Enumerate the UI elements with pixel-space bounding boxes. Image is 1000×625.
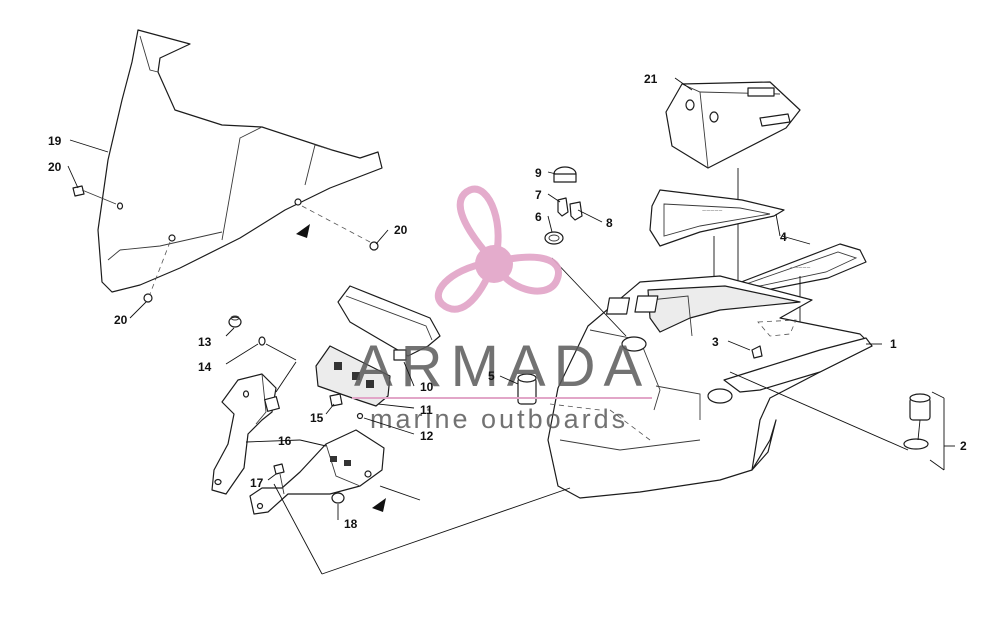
callout-8: 8 xyxy=(606,216,613,230)
watermark-title: ARMADA xyxy=(354,334,650,399)
vent-upper-part: ~~~~~ xyxy=(649,189,785,247)
screw-20a xyxy=(72,185,117,205)
callout-2: 2 xyxy=(960,439,967,453)
callout-4: 4 xyxy=(780,230,787,244)
callout-16: 16 xyxy=(278,434,292,448)
clip-3 xyxy=(751,345,763,359)
callout-5: 5 xyxy=(488,369,495,383)
svg-text:~~~~~: ~~~~~ xyxy=(702,208,722,215)
callout-3: 3 xyxy=(712,335,719,349)
screw-17 xyxy=(273,463,285,495)
svg-text:~~~~~: ~~~~~ xyxy=(790,265,810,272)
callout-12: 12 xyxy=(420,429,434,443)
callout-21: 21 xyxy=(644,72,658,86)
callout-20c: 20 xyxy=(114,313,128,327)
bracket-lower-part xyxy=(249,429,385,515)
armada-logo xyxy=(434,185,562,313)
callout-labels: 1 2 3 4 5 6 7 8 9 10 11 12 13 14 15 16 1… xyxy=(48,72,967,531)
callout-11: 11 xyxy=(420,403,433,417)
arrow-marker-bracket xyxy=(372,498,386,512)
callout-9: 9 xyxy=(535,166,542,180)
screw-20c xyxy=(143,293,153,303)
gauge-bracket-part xyxy=(315,345,391,420)
callout-20a: 20 xyxy=(48,160,62,174)
key-cap-part xyxy=(553,166,577,183)
key-7 xyxy=(557,197,569,217)
hood-part xyxy=(547,275,873,499)
callout-leaders xyxy=(67,77,955,520)
callout-19: 19 xyxy=(48,134,62,148)
callout-7: 7 xyxy=(535,188,542,202)
callout-18: 18 xyxy=(344,517,358,531)
callout-14: 14 xyxy=(198,360,212,374)
callout-20b: 20 xyxy=(394,223,408,237)
gauge-part xyxy=(337,285,441,361)
watermark-subtitle: marine outboards xyxy=(370,404,628,434)
callout-17: 17 xyxy=(250,476,264,490)
nut-18 xyxy=(331,492,345,504)
callout-6: 6 xyxy=(535,210,542,224)
arrow-marker-left xyxy=(296,224,310,238)
grommet-13 xyxy=(228,315,242,328)
storage-box-part xyxy=(665,81,801,169)
washer-14 xyxy=(258,336,266,346)
callout-1: 1 xyxy=(890,337,897,351)
callout-10: 10 xyxy=(420,380,434,394)
bolt-15 xyxy=(329,393,343,407)
windshield-part xyxy=(97,29,383,293)
key-8 xyxy=(569,201,583,221)
bracket-left-part xyxy=(211,373,280,495)
power-outlet-part xyxy=(903,393,931,450)
callout-13: 13 xyxy=(198,335,212,349)
callout-15: 15 xyxy=(310,411,324,425)
ignition-ring-part xyxy=(544,231,564,245)
